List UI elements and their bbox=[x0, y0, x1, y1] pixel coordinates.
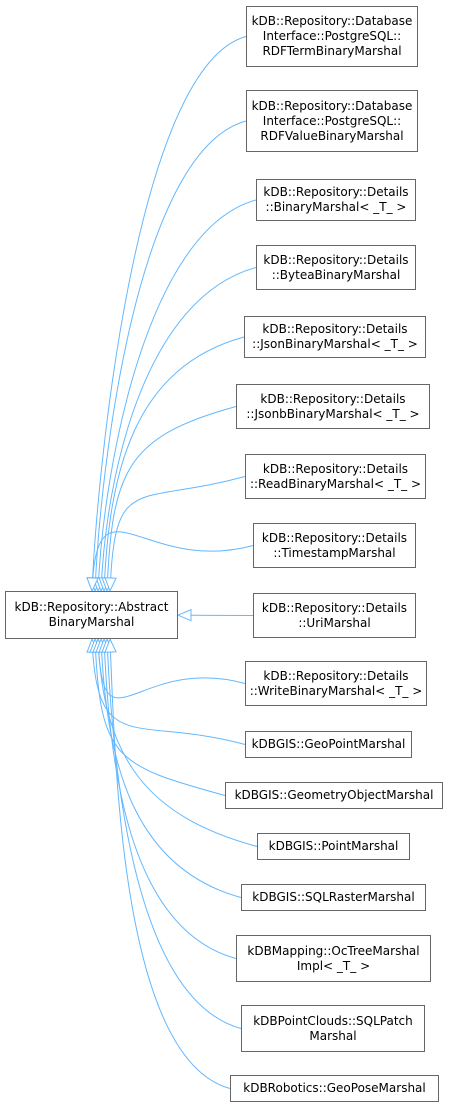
node-rdf-value-binary-marshal[interactable]: kDB::Repository::Database Interface::Pos… bbox=[246, 90, 418, 152]
edge-n2 bbox=[94, 120, 247, 592]
edge-n8 bbox=[91, 531, 254, 592]
node-write-binary-marshal[interactable]: kDB::Repository::Details ::WriteBinaryMa… bbox=[245, 661, 427, 706]
node-jsonb-binary-marshal[interactable]: kDB::Repository::Details ::JsonbBinaryMa… bbox=[236, 384, 430, 429]
node-bytea-binary-marshal[interactable]: kDB::Repository::Details ::ByteaBinaryMa… bbox=[256, 245, 416, 290]
node-octree-marshal-impl[interactable]: kDBMapping::OcTreeMarshal Impl< _T_ > bbox=[236, 935, 431, 982]
edge-n3 bbox=[97, 199, 257, 592]
edge-n8-arrowhead bbox=[86, 577, 99, 593]
node-json-binary-marshal[interactable]: kDB::Repository::Details ::JsonBinaryMar… bbox=[244, 316, 426, 358]
node-timestamp-marshal[interactable]: kDB::Repository::Details ::TimestampMars… bbox=[253, 523, 416, 568]
node-binary-marshal[interactable]: kDB::Repository::Details ::BinaryMarshal… bbox=[256, 179, 416, 221]
node-sql-raster-marshal[interactable]: kDBGIS::SQLRasterMarshal bbox=[241, 884, 426, 911]
node-sql-patch-marshal[interactable]: kDBPointClouds::SQLPatch Marshal bbox=[241, 1005, 425, 1052]
edge-n4 bbox=[100, 267, 257, 592]
edge-n16 bbox=[106, 638, 242, 1029]
edge-n17-arrowhead bbox=[104, 637, 117, 653]
node-geometry-object-marshal[interactable]: kDBGIS::GeometryObjectMarshal bbox=[225, 782, 443, 809]
edge-n6 bbox=[106, 406, 237, 592]
edge-n9-arrowhead bbox=[176, 608, 192, 622]
node-read-binary-marshal[interactable]: kDB::Repository::Details ::ReadBinaryMar… bbox=[245, 454, 426, 499]
edge-n15 bbox=[103, 638, 237, 959]
edge-n7-arrowhead bbox=[104, 577, 117, 593]
edge-n5 bbox=[103, 336, 245, 592]
node-geo-pose-marshal[interactable]: kDBRobotics::GeoPoseMarshal bbox=[230, 1075, 439, 1102]
edge-n14 bbox=[100, 638, 242, 898]
node-point-marshal[interactable]: kDBGIS::PointMarshal bbox=[257, 833, 410, 860]
edge-n12 bbox=[94, 638, 226, 796]
edge-n11 bbox=[91, 638, 246, 745]
edge-n7 bbox=[109, 476, 246, 592]
edge-n17 bbox=[109, 638, 231, 1089]
edge-n1 bbox=[91, 36, 247, 592]
node-uri-marshal[interactable]: kDB::Repository::Details ::UriMarshal bbox=[253, 593, 416, 638]
edge-n13 bbox=[97, 638, 258, 847]
node-geo-point-marshal[interactable]: kDBGIS::GeoPointMarshal bbox=[245, 731, 412, 758]
node-rdf-term-binary-marshal[interactable]: kDB::Repository::Database Interface::Pos… bbox=[246, 6, 418, 67]
edge-n10 bbox=[97, 638, 246, 699]
node-abstract-binary-marshal[interactable]: kDB::Repository::Abstract BinaryMarshal bbox=[5, 591, 178, 639]
